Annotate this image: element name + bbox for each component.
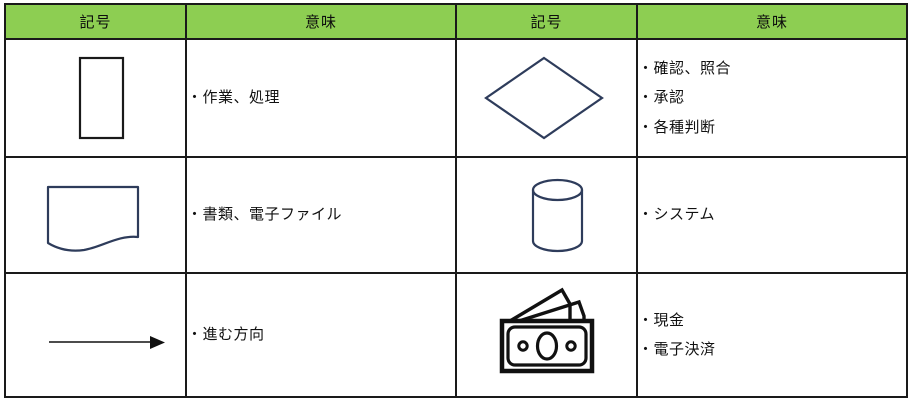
decision-diamond-icon (483, 56, 604, 140)
table-row: ・作業、処理 ・確認、照合 ・承認 ・各種判断 (4, 38, 908, 158)
table-header-row: 記号 意味 記号 意味 (4, 3, 908, 40)
symbol-cell-arrow (4, 272, 187, 398)
flowchart-legend-table: 記号 意味 記号 意味 ・作業、処理 (4, 3, 908, 398)
flow-arrow-icon (48, 336, 165, 349)
meaning-cell-decision: ・確認、照合 ・承認 ・各種判断 (636, 38, 908, 158)
symbol-cell-database (455, 156, 638, 274)
header-symbol-left: 記号 (4, 3, 187, 40)
header-symbol-right: 記号 (455, 3, 638, 40)
cash-banknote-icon (499, 287, 594, 374)
meaning-text: ・システム (638, 206, 716, 224)
process-rectangle-icon (78, 56, 124, 140)
meaning-text: ・現金 (638, 311, 685, 329)
header-meaning-left: 意味 (185, 3, 457, 40)
meaning-text: ・各種判断 (638, 118, 716, 136)
meaning-text: ・進む方向 (187, 326, 265, 344)
symbol-cell-document (4, 156, 187, 274)
meaning-cell-document: ・書類、電子ファイル (185, 156, 457, 274)
meaning-text: ・電子決済 (638, 341, 716, 358)
meaning-cell-arrow: ・進む方向 (185, 272, 457, 398)
database-cylinder-icon (531, 178, 583, 252)
meaning-text: ・作業、処理 (187, 89, 281, 107)
document-wavy-icon (46, 185, 139, 252)
header-meaning-right: 意味 (636, 3, 908, 40)
meaning-text: ・確認、照合 (638, 60, 732, 78)
table-row: ・進む方向 (4, 272, 908, 398)
table-row: ・書類、電子ファイル ・システム (4, 156, 908, 274)
symbol-cell-process (4, 38, 187, 158)
meaning-text: ・書類、電子ファイル (187, 206, 343, 224)
symbol-cell-decision (455, 38, 638, 158)
meaning-cell-cash: ・現金 ・電子決済 (636, 272, 908, 398)
meaning-text: ・承認 (638, 89, 685, 107)
symbol-cell-cash (455, 272, 638, 398)
meaning-cell-process: ・作業、処理 (185, 38, 457, 158)
meaning-cell-database: ・システム (636, 156, 908, 274)
